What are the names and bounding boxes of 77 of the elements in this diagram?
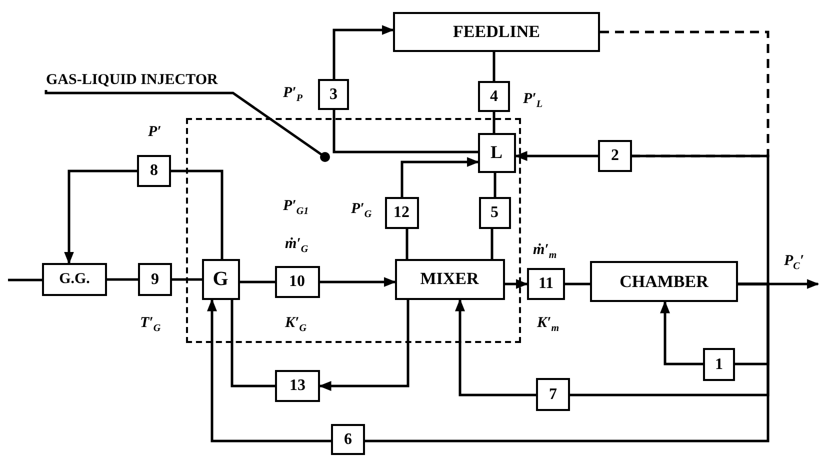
process-block <box>478 132 516 172</box>
arrow <box>320 277 396 287</box>
connector-line <box>230 300 275 388</box>
process-block <box>394 258 504 300</box>
block-label: 4 <box>490 88 498 106</box>
process-block <box>703 348 735 381</box>
block-label: 8 <box>150 162 158 180</box>
arrow <box>455 298 536 396</box>
block-label: 12 <box>394 204 410 222</box>
process-block <box>331 424 365 455</box>
block-label: 10 <box>289 272 305 290</box>
block-label: 1 <box>715 356 723 374</box>
arrow <box>64 170 137 264</box>
process-block <box>478 196 510 228</box>
variable-label: P′ <box>148 125 162 140</box>
variable-label: P′$_{G}$ <box>351 202 372 220</box>
block-label: G.G. <box>59 271 90 288</box>
connector-line <box>492 52 496 81</box>
process-block <box>393 12 600 52</box>
block-label: MIXER <box>420 269 479 289</box>
block-label: 11 <box>538 275 554 293</box>
block-label: 2 <box>611 147 619 165</box>
arrow <box>318 300 410 391</box>
process-block <box>138 263 172 296</box>
variable-label: T′$_{G}$ <box>140 316 161 334</box>
process-block <box>590 261 738 302</box>
connector-line <box>171 170 224 259</box>
block-label: 13 <box>290 377 306 395</box>
block-label: CHAMBER <box>620 272 708 292</box>
connector-line <box>107 278 138 281</box>
variable-label: K′$_{G}$ <box>285 316 306 334</box>
connector-line <box>406 229 408 259</box>
block-label: 3 <box>330 86 338 104</box>
process-block <box>42 263 107 296</box>
process-block <box>478 81 510 112</box>
block-label: L <box>490 142 502 163</box>
process-block <box>598 140 632 172</box>
process-block <box>318 79 349 110</box>
variable-label: ṁ′$_{G}$ <box>285 237 308 255</box>
block-label: 7 <box>549 386 557 404</box>
connector-line <box>240 280 275 284</box>
connector-line <box>365 282 770 442</box>
process-block <box>527 268 565 300</box>
callout-text: GAS-LIQUID INJECTOR <box>46 70 286 90</box>
process-block <box>275 370 320 402</box>
process-block <box>137 155 171 187</box>
process-block <box>384 196 418 228</box>
arrow <box>514 151 598 161</box>
leader-line <box>44 90 330 162</box>
arrow <box>660 300 703 366</box>
variable-label: P′$_{P}$ <box>283 86 302 104</box>
block-label: 5 <box>490 204 498 222</box>
block-label: FEEDLINE <box>453 22 540 42</box>
connector-line <box>494 173 496 197</box>
block-label: 6 <box>344 430 352 448</box>
connector-line <box>490 229 494 259</box>
block-label: G <box>212 268 228 290</box>
process-block <box>202 258 240 300</box>
variable-label: P′$_{L}$ <box>523 92 542 110</box>
variable-label: K′$_{m}$ <box>537 316 560 334</box>
block-label: 9 <box>151 270 159 288</box>
connector-line <box>565 282 590 286</box>
process-block <box>274 266 320 298</box>
arrow <box>332 25 394 79</box>
process-block <box>536 378 570 411</box>
variable-label: P′$_{G1}$ <box>283 199 309 217</box>
connector-line <box>8 278 42 282</box>
connector-line <box>172 278 202 281</box>
connector-line <box>600 30 770 158</box>
variable-label: P$_{C}$′ <box>784 254 804 272</box>
connector-line <box>492 112 496 133</box>
arrow <box>207 298 331 442</box>
variable-label: ṁ′$_{m}$ <box>533 243 557 261</box>
injector-dashed-boundary <box>186 118 521 343</box>
connector-line <box>332 110 478 154</box>
arrow <box>505 279 528 289</box>
arrow <box>400 157 480 197</box>
